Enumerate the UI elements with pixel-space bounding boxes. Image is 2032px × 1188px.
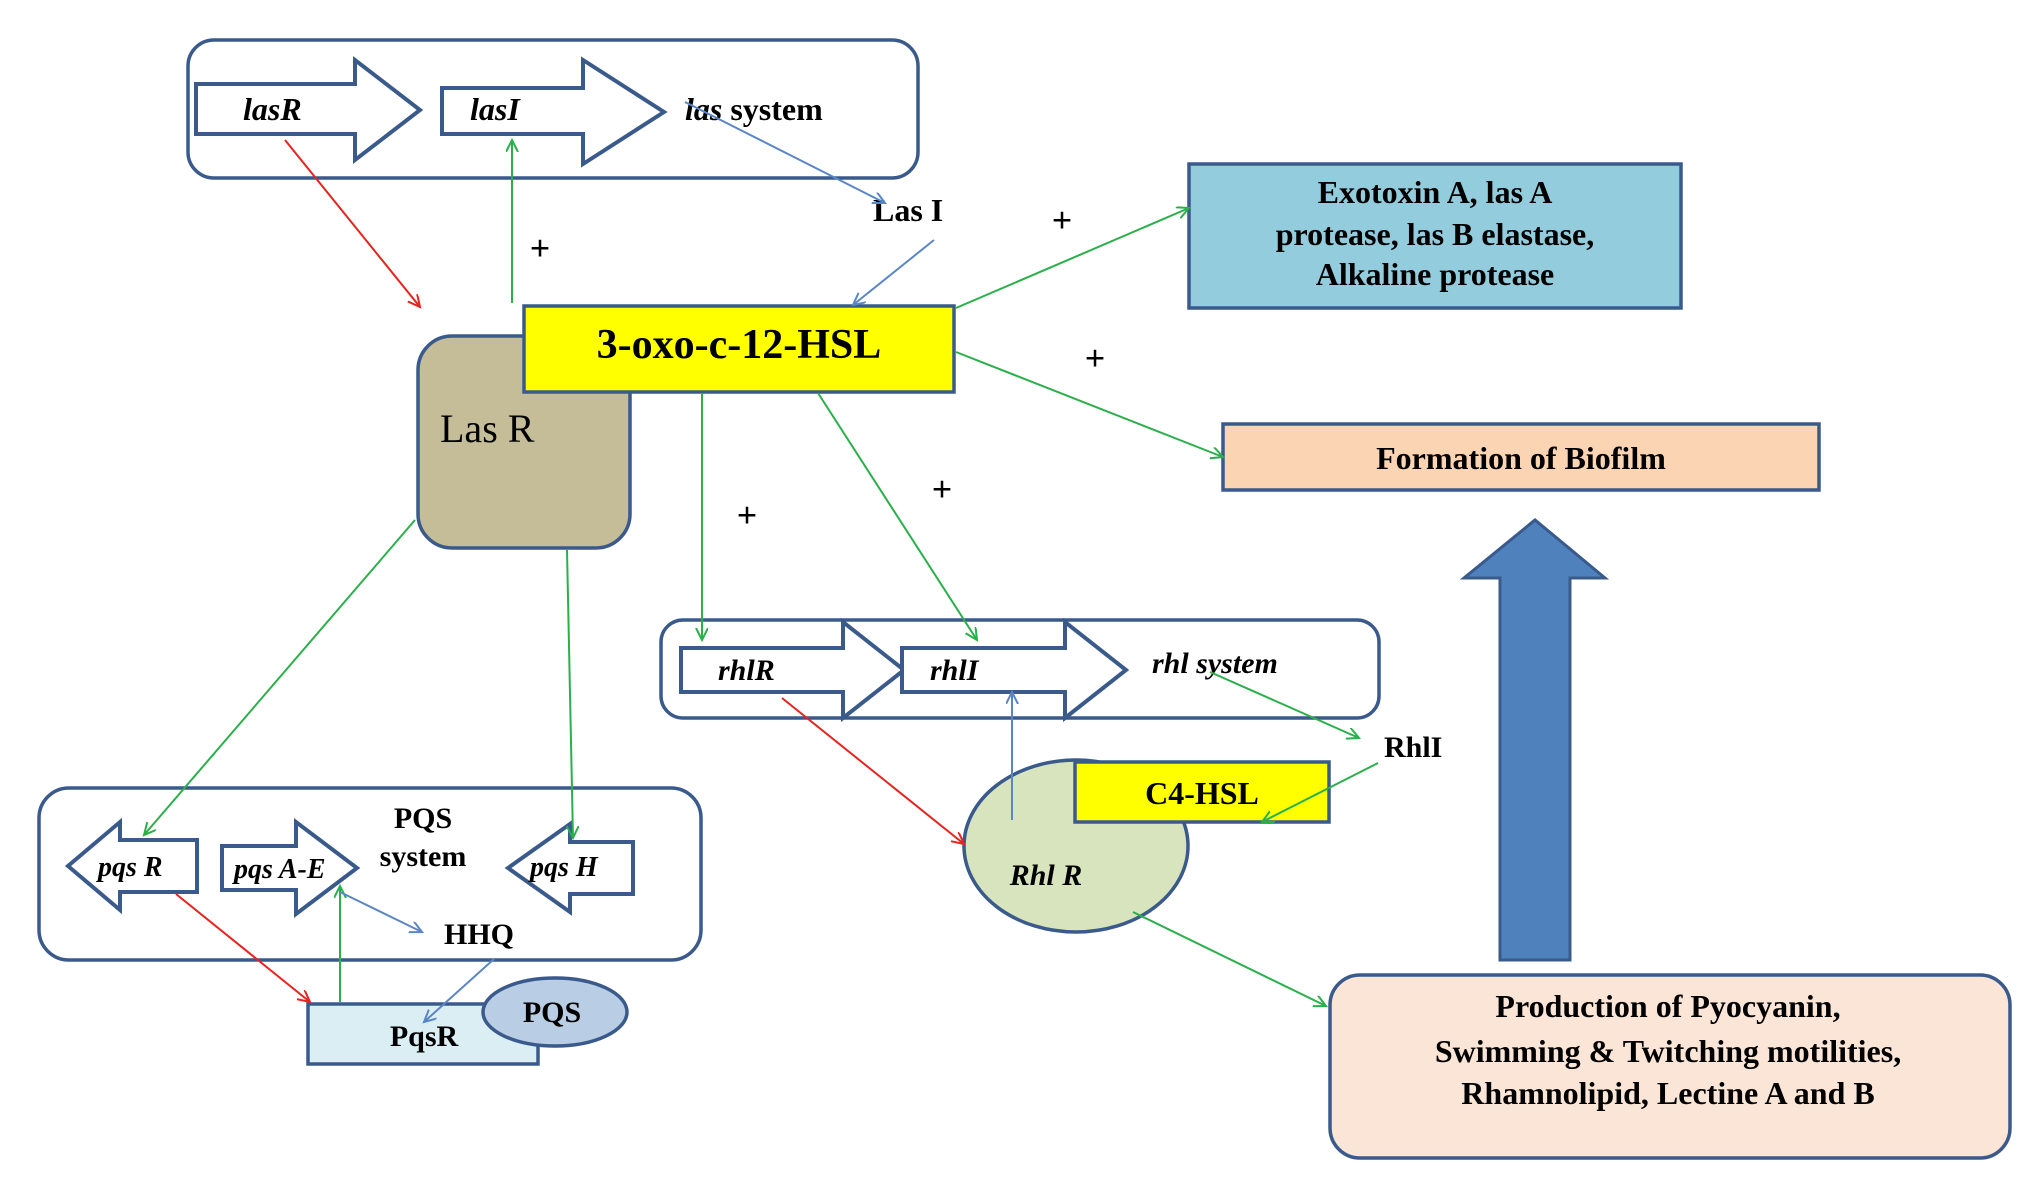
pqsAE-gene-arrow	[220, 817, 361, 919]
rhlR-gene-arrow	[679, 617, 908, 723]
green-arrow-HSL-to-biofilm	[955, 351, 1223, 457]
exotoxin-line1: Exotoxin A, las A	[1318, 174, 1553, 210]
plus-sign-lasI: +	[530, 228, 551, 268]
rhl-i-label: RhlI	[1384, 731, 1442, 764]
green-arrow-HSL-to-exotoxin	[955, 208, 1189, 309]
red-arrow-rhlR-to-RhlR	[781, 697, 964, 844]
pqs-system-label-line2: system	[380, 840, 467, 873]
hhq-label: HHQ	[444, 918, 514, 951]
green-arrow-LasR-to-pqsR	[144, 519, 416, 835]
pqsR-gene-arrow	[64, 817, 199, 915]
las-r-label: Las R	[440, 406, 535, 451]
lasR-gene-label: lasR	[243, 91, 302, 127]
blue-arrow-las-to-LasI	[684, 101, 885, 203]
pqsH-gene-label: pqs H	[528, 852, 599, 883]
hsl-main-box	[522, 304, 956, 394]
blue-arrow-HHQ-to-PqsR	[424, 958, 495, 1022]
production-line3: Rhamnolipid, Lectine A and B	[1461, 1075, 1874, 1111]
c4-hsl-label: C4-HSL	[1145, 775, 1259, 811]
green-arrow-RhlR-to-production	[1132, 911, 1326, 1006]
pqs-ellipse	[481, 976, 629, 1048]
exotoxin-line2: protease, las B elastase,	[1276, 216, 1594, 252]
red-arrow-pqsR-to-PqsR	[175, 893, 310, 1002]
plus-sign-rhlR: +	[737, 495, 758, 535]
rhlI-gene-arrow	[900, 617, 1130, 723]
exotoxin-box	[1187, 162, 1683, 310]
pqsr-label: PqsR	[390, 1020, 459, 1053]
big-blue-arrow	[1459, 518, 1610, 962]
lasI-gene-arrow	[440, 56, 668, 168]
plus-sign-rhlI: +	[932, 469, 953, 509]
hsl-main-label: 3-oxo-c-12-HSL	[597, 322, 882, 368]
blue-arrow-LasI-to-HSL	[853, 239, 935, 305]
blue-arrow-pqsAE-to-HHQ	[339, 891, 422, 932]
red-arrow-lasR-to-LasR	[284, 139, 420, 307]
production-box	[1328, 973, 2012, 1160]
lasI-gene-label: lasI	[470, 91, 521, 127]
plus-sign-exotoxin: +	[1052, 200, 1073, 240]
plus-sign-biofilm: +	[1085, 338, 1106, 378]
pqs-label: PQS	[523, 996, 581, 1029]
c4-hsl-box	[1073, 760, 1331, 824]
green-arrow-LasR-to-pqsH	[567, 549, 573, 838]
pqs-system-label-line1: PQS	[394, 802, 452, 835]
green-arrow-rhl-system-to-RhlI	[1209, 671, 1359, 738]
green-arrow-RhlI-to-C4HSL	[1262, 762, 1379, 822]
production-line1: Production of Pyocyanin,	[1495, 988, 1840, 1024]
rhlR-gene-label: rhlR	[718, 654, 775, 687]
las-system-label: las system	[685, 91, 823, 127]
pqsAE-gene-label: pqs A-E	[232, 854, 326, 885]
lasR-gene-arrow	[194, 55, 424, 165]
pqsR-gene-label: pqs R	[96, 852, 163, 883]
production-line2: Swimming & Twitching motilities,	[1435, 1033, 1901, 1069]
las-i-label: Las I	[873, 192, 943, 228]
exotoxin-line3: Alkaline protease	[1316, 256, 1555, 292]
biofilm-label: Formation of Biofilm	[1376, 440, 1666, 476]
rhl-r-label: Rhl R	[1009, 859, 1083, 892]
green-arrow-HSL-to-rhlI	[817, 392, 977, 640]
biofilm-box	[1221, 422, 1821, 492]
rhlI-gene-label: rhlI	[930, 654, 980, 687]
